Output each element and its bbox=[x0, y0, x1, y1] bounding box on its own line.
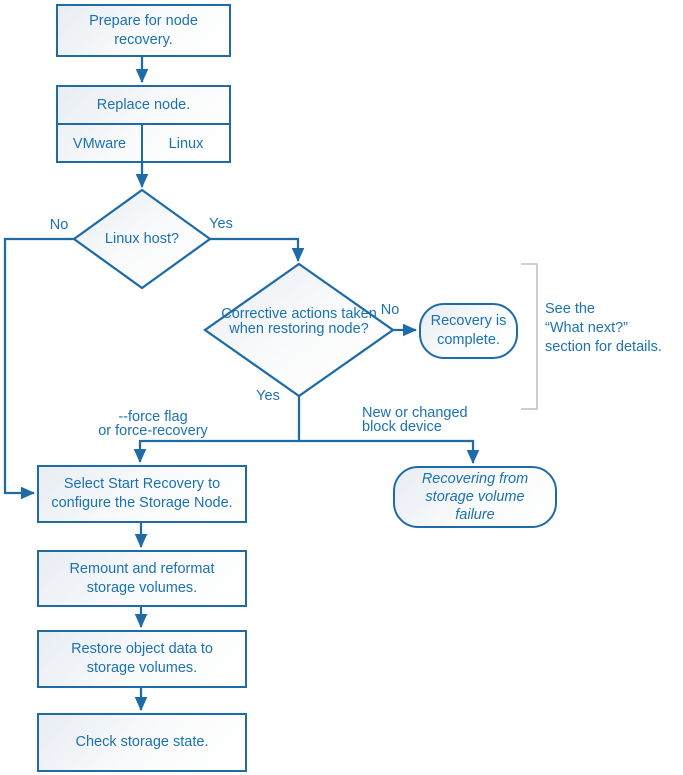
decision-text-corrective-actions: Corrective actions taken when restoring … bbox=[207, 307, 391, 337]
box-text-line: storage volumes. bbox=[86, 660, 198, 676]
replace-node-options-row: VMware Linux bbox=[58, 125, 229, 163]
see-what-next-note: See the “What next?” section for details… bbox=[545, 300, 680, 357]
terminator-recovering-from-storage-volume-failure: Recovering from storage volume failure bbox=[393, 466, 557, 528]
decision-text-line: Corrective bbox=[221, 306, 288, 322]
box-text-line: Prepare for node bbox=[89, 12, 198, 29]
box-text-line: configure the Storage Node. bbox=[51, 495, 233, 511]
decision-text-line: restoring node? bbox=[267, 321, 369, 337]
edge-label-line: New or changed bbox=[362, 405, 468, 421]
decision-text-line: actions taken when bbox=[229, 306, 377, 337]
edge-label-corrective-no: No bbox=[380, 302, 400, 318]
box-text-line: Recovering from bbox=[421, 471, 529, 487]
process-box-select-start-recovery: Select Start Recovery to configure the S… bbox=[37, 465, 247, 523]
process-box-replace-node: Replace node. VMware Linux bbox=[56, 85, 231, 163]
process-box-remount-reformat: Remount and reformat storage volumes. bbox=[37, 550, 247, 607]
edge-label-line: --force flag bbox=[118, 409, 188, 425]
box-text-line: Recovery is bbox=[430, 313, 507, 329]
terminator-recovery-complete: Recovery is complete. bbox=[419, 303, 518, 359]
box-text-line: Check storage state. bbox=[75, 734, 209, 750]
edge-label-force-flag: --force flag or force-recovery bbox=[83, 409, 223, 439]
edge-label-line: block device bbox=[362, 419, 442, 435]
connector-block-device-branch bbox=[299, 439, 480, 464]
note-line: See the bbox=[545, 301, 595, 317]
annotation-bracket bbox=[521, 263, 538, 410]
box-text-line: complete. bbox=[437, 332, 500, 348]
edge-label-linux-no: No bbox=[49, 217, 69, 233]
connector-yes-path-to-corrective bbox=[210, 237, 305, 262]
process-box-prepare-for-node-recovery: Prepare for node recovery. bbox=[56, 4, 231, 57]
edge-label-new-or-changed-block-device: New or changed block device bbox=[362, 405, 492, 435]
edge-label-corrective-yes: Yes bbox=[256, 388, 280, 404]
box-text-line: recovery. bbox=[114, 31, 173, 48]
edge-label-line: or force-recovery bbox=[98, 423, 208, 439]
box-text-line: Remount and reformat bbox=[69, 560, 215, 577]
connector-no-path-to-select-start bbox=[3, 237, 74, 500]
box-text-line: storage volumes. bbox=[86, 579, 198, 596]
process-box-check-storage-state: Check storage state. bbox=[37, 713, 247, 772]
process-box-restore-object-data: Restore object data to storage volumes. bbox=[37, 630, 247, 688]
replace-node-label: Replace node. bbox=[58, 87, 229, 125]
box-text-line: failure bbox=[455, 507, 495, 523]
decision-diamond-linux-host bbox=[72, 188, 212, 290]
decision-text-linux-host: Linux host? bbox=[104, 231, 180, 247]
box-text-line: storage volume bbox=[425, 489, 525, 505]
note-line: section for details. bbox=[545, 339, 662, 355]
note-line: “What next?” bbox=[545, 320, 628, 336]
box-text-line: Select Start Recovery to bbox=[63, 476, 221, 492]
connector-force-branch bbox=[133, 439, 299, 463]
edge-label-linux-yes: Yes bbox=[209, 216, 233, 232]
box-text-line: Restore object data to bbox=[71, 641, 213, 657]
option-cell-vmware: VMware bbox=[58, 125, 143, 163]
option-cell-linux: Linux bbox=[168, 135, 204, 152]
